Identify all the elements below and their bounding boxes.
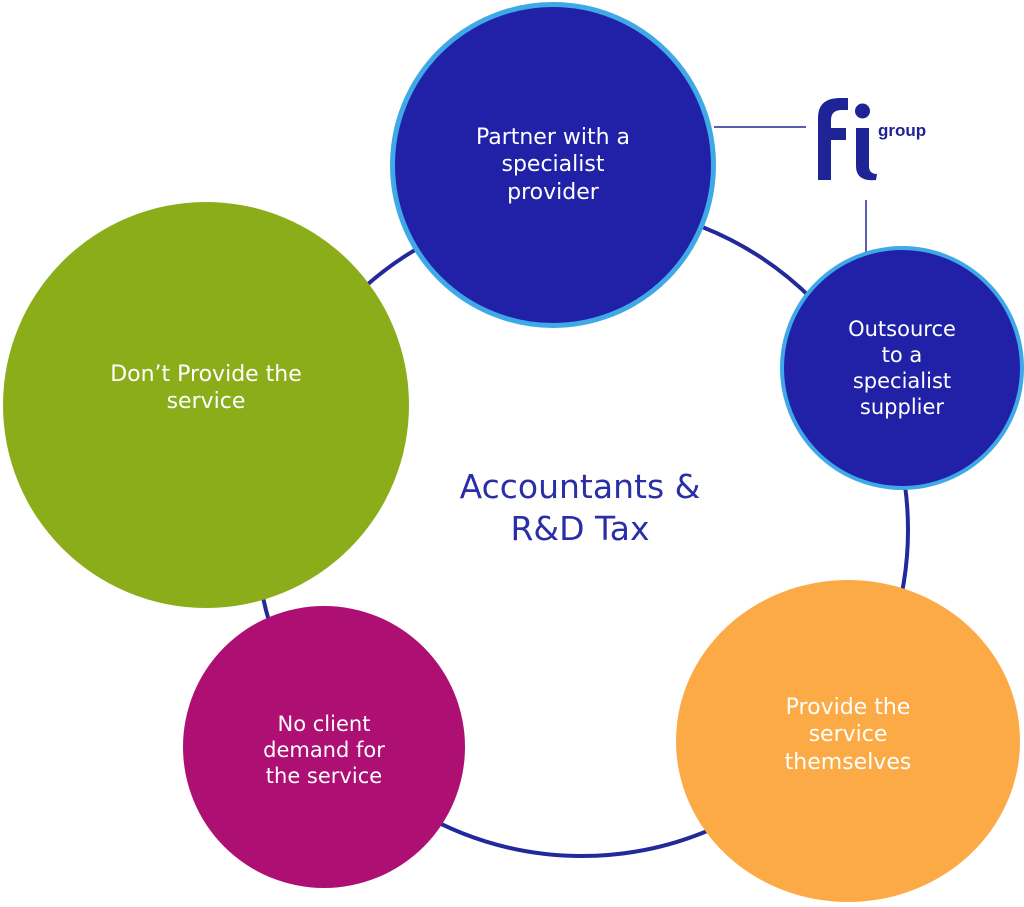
node-partner-with-specialist-provider: Partner with a specialist provider xyxy=(390,2,716,328)
node-label: Partner with a specialist provider xyxy=(475,124,631,205)
node-label: Provide the service themselves xyxy=(784,694,912,775)
node-label: No client demand for the service xyxy=(263,711,385,789)
logo-letter-i xyxy=(856,128,877,181)
node-dont-provide-service: Don’t Provide the service xyxy=(3,202,409,608)
node-provide-service-themselves: Provide the service themselves xyxy=(676,580,1020,902)
logo-letter-f xyxy=(818,98,848,180)
node-no-client-demand: No client demand for the service xyxy=(183,606,465,888)
node-label: Don’t Provide the service xyxy=(110,361,302,415)
logo-i-dot xyxy=(855,103,870,119)
logo-group-text: group xyxy=(878,121,926,140)
node-outsource-to-specialist-supplier: Outsource to a specialist supplier xyxy=(780,246,1024,490)
center-title: Accountants & R&D Tax xyxy=(459,467,701,549)
fi-group-logo: group xyxy=(818,98,926,181)
node-label: Outsource to a specialist supplier xyxy=(848,316,956,420)
